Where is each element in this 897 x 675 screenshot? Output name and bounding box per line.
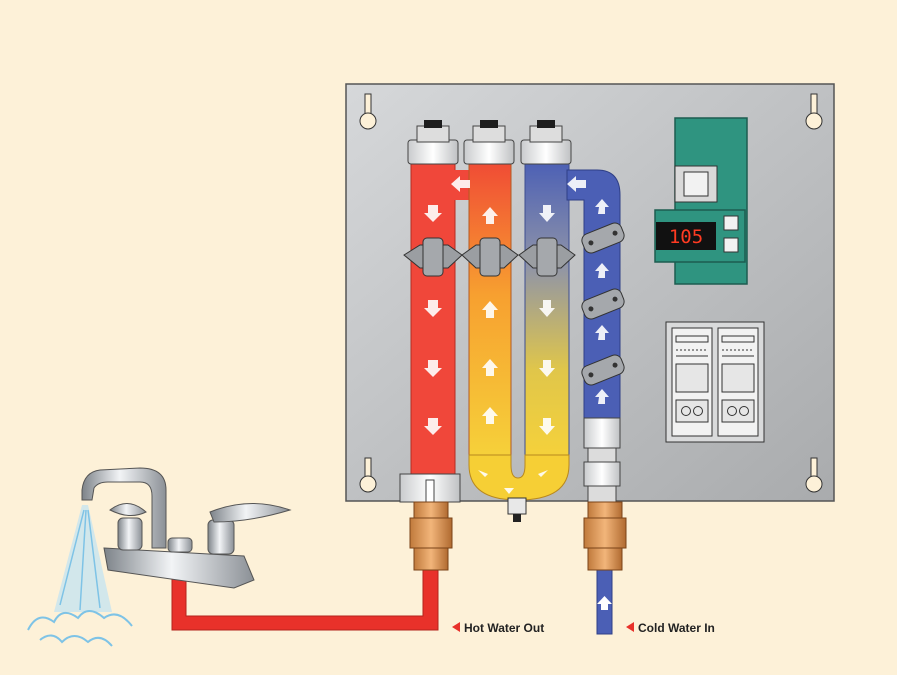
heating-element-clamp-2 xyxy=(461,237,519,277)
arrow-bend xyxy=(504,488,514,494)
temp-up-button[interactable] xyxy=(723,215,739,231)
hot-outlet-fitting xyxy=(399,473,461,503)
arrow-bend xyxy=(538,469,549,477)
cold-supply-arrow xyxy=(597,596,612,610)
temp-down-button[interactable] xyxy=(723,237,739,253)
mounting-hole-bottom-right xyxy=(805,457,823,493)
heating-element-clamp-3 xyxy=(518,237,576,277)
arrow-down xyxy=(424,360,442,377)
arrow-left xyxy=(451,176,470,192)
u-bend xyxy=(468,454,570,501)
temperature-controller: 105 xyxy=(654,117,748,285)
right-handle xyxy=(207,503,292,555)
water-splash xyxy=(27,610,133,631)
pipe-cap-1 xyxy=(407,120,459,165)
label-arrow-hot xyxy=(452,622,460,632)
circuit-breakers xyxy=(665,321,765,443)
arrow-left xyxy=(567,176,586,192)
cold-inlet-fitting xyxy=(583,417,621,503)
faucet-base xyxy=(103,547,255,589)
flow-sensor-2 xyxy=(581,288,625,320)
flow-arrows xyxy=(424,176,609,494)
pipe-cap-3 xyxy=(520,120,572,165)
arrow-up xyxy=(482,207,498,224)
arrow-down xyxy=(424,300,442,317)
drain-plug xyxy=(507,497,527,515)
arrow-up xyxy=(482,359,498,376)
arrow-up xyxy=(482,301,498,318)
display-screen xyxy=(656,222,716,250)
mounting-hole-top-right xyxy=(805,93,823,130)
label-hot-text: Hot Water Out xyxy=(464,621,544,635)
breaker-2 xyxy=(717,327,759,437)
label-arrow-cold xyxy=(626,622,634,632)
label-hot-water-out: Hot Water Out xyxy=(452,621,544,635)
hot-brass-union xyxy=(409,501,453,571)
arrow-down xyxy=(539,360,555,377)
arrow-up xyxy=(595,199,609,214)
pipe-cap-2 xyxy=(463,120,515,165)
arrow-down xyxy=(424,205,442,222)
arrow-down xyxy=(424,418,442,435)
drain-plug-nut xyxy=(513,514,521,522)
power-switch[interactable] xyxy=(683,171,709,197)
arrow-up xyxy=(595,325,609,340)
heating-element-clamp-1 xyxy=(403,237,463,277)
flow-sensor-3 xyxy=(581,354,625,386)
arrow-up xyxy=(482,407,498,424)
label-cold-text: Cold Water In xyxy=(638,621,715,635)
arrow-bend xyxy=(477,469,488,477)
left-handle xyxy=(109,503,147,551)
faucet xyxy=(27,467,292,647)
mounting-hole-bottom-left xyxy=(359,457,377,493)
arrow-down xyxy=(539,300,555,317)
faucet-spout xyxy=(81,467,167,549)
arrow-down xyxy=(539,418,555,435)
arrow-up xyxy=(595,389,609,404)
arrow-up xyxy=(595,263,609,278)
breaker-1 xyxy=(671,327,713,437)
label-cold-water-in: Cold Water In xyxy=(626,621,715,635)
cold-brass-union xyxy=(583,501,627,571)
flow-sensor-1 xyxy=(581,222,625,254)
temperature-display: 105 xyxy=(669,226,703,248)
mounting-hole-top-left xyxy=(359,93,377,130)
arrow-down xyxy=(539,205,555,222)
